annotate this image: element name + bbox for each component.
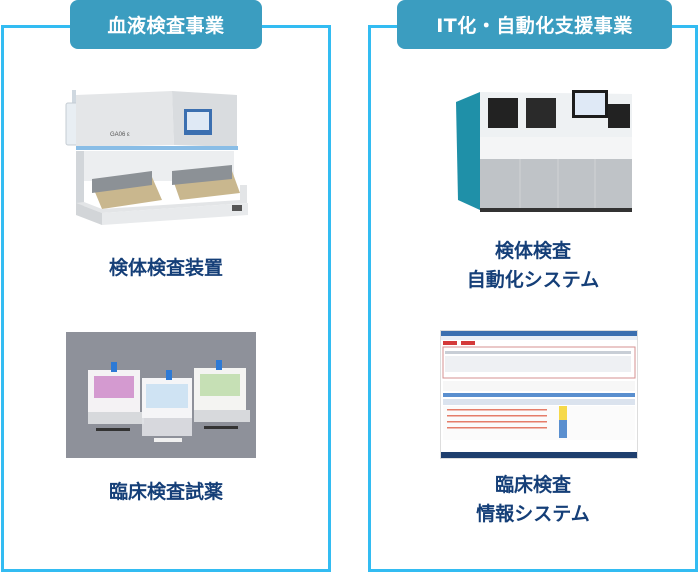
- it-automation-title: IT化・自動化支援事業: [397, 0, 672, 49]
- automation-system-image: [440, 82, 640, 222]
- analyzer-label: 検体検査装置: [108, 257, 223, 279]
- automation-label-line1: 検体検査: [494, 240, 571, 262]
- lis-label-line2: 情報システム: [476, 503, 590, 525]
- automation-label-line2: 自動化システム: [466, 269, 600, 291]
- blood-testing-title: 血液検査事業: [70, 0, 262, 49]
- lis-software-image: [440, 330, 638, 459]
- automation-label: 検体検査 自動化システム: [368, 237, 698, 295]
- lis-label: 臨床検査 情報システム: [368, 471, 698, 529]
- svg-text:GA06 ε: GA06 ε: [110, 132, 130, 138]
- reagents-image: [66, 332, 256, 458]
- lis-label-line1: 臨床検査: [494, 474, 571, 496]
- blood-analyzer-image: GA06 ε: [62, 85, 262, 235]
- reagents-label: 臨床検査試薬: [108, 481, 223, 503]
